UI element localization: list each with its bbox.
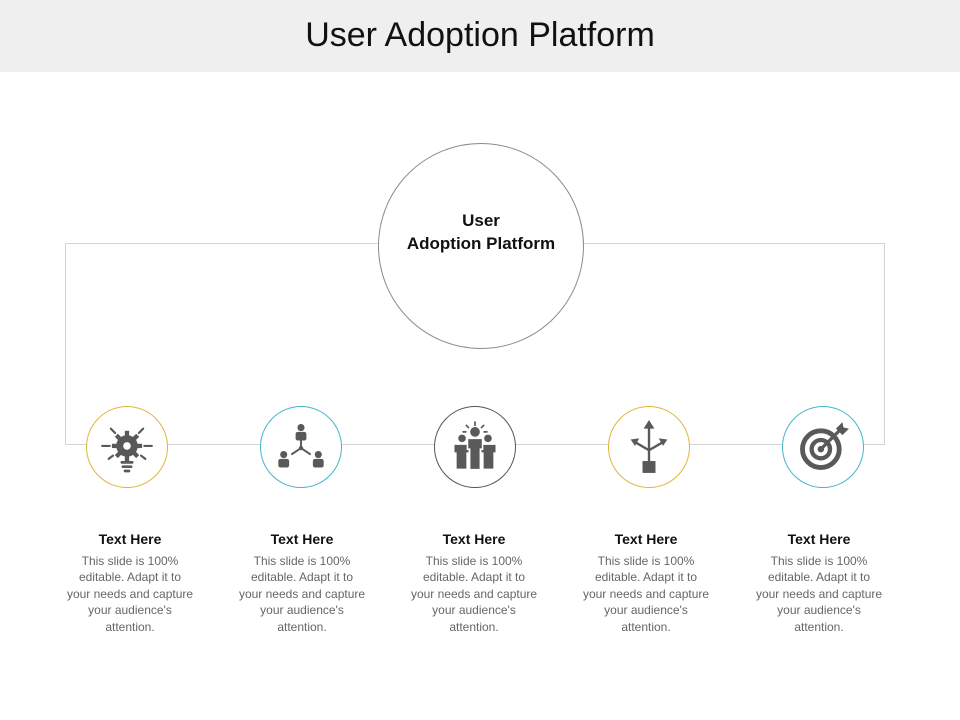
item-title: Text Here	[98, 531, 162, 547]
item-description: This slide is 100% editable. Adapt it to…	[66, 554, 194, 634]
item-title: Text Here	[270, 531, 334, 547]
hub-label-line-1: User	[462, 211, 500, 230]
node-circle-4	[608, 406, 690, 488]
lightbulb-gear-icon	[101, 427, 153, 473]
item-description: This slide is 100% editable. Adapt it to…	[238, 554, 366, 634]
item-2: Text Here This slide is 100% editable. A…	[222, 530, 382, 635]
item-1: Text Here This slide is 100% editable. A…	[50, 530, 210, 635]
item-title: Text Here	[614, 531, 678, 547]
node-circle-3	[434, 406, 516, 488]
item-5: Text Here This slide is 100% editable. A…	[739, 530, 899, 635]
hub-label-line-2: Adoption Platform	[406, 234, 556, 253]
team-idea-icon	[454, 421, 496, 471]
network-people-icon	[278, 423, 324, 468]
hub-circle: User Adoption Platform	[378, 143, 584, 349]
page-title: User Adoption Platform	[305, 16, 655, 54]
node-circle-2	[260, 406, 342, 488]
item-description: This slide is 100% editable. Adapt it to…	[755, 554, 883, 634]
item-4: Text Here This slide is 100% editable. A…	[566, 530, 726, 635]
title-bar	[0, 0, 960, 72]
direction-arrows-icon	[630, 420, 668, 473]
target-icon	[800, 422, 849, 470]
item-title: Text Here	[442, 531, 506, 547]
node-circle-5	[782, 406, 864, 488]
item-description: This slide is 100% editable. Adapt it to…	[410, 554, 538, 634]
item-description: This slide is 100% editable. Adapt it to…	[582, 554, 710, 634]
node-circle-1	[86, 406, 168, 488]
item-title: Text Here	[787, 531, 851, 547]
item-3: Text Here This slide is 100% editable. A…	[394, 530, 554, 635]
